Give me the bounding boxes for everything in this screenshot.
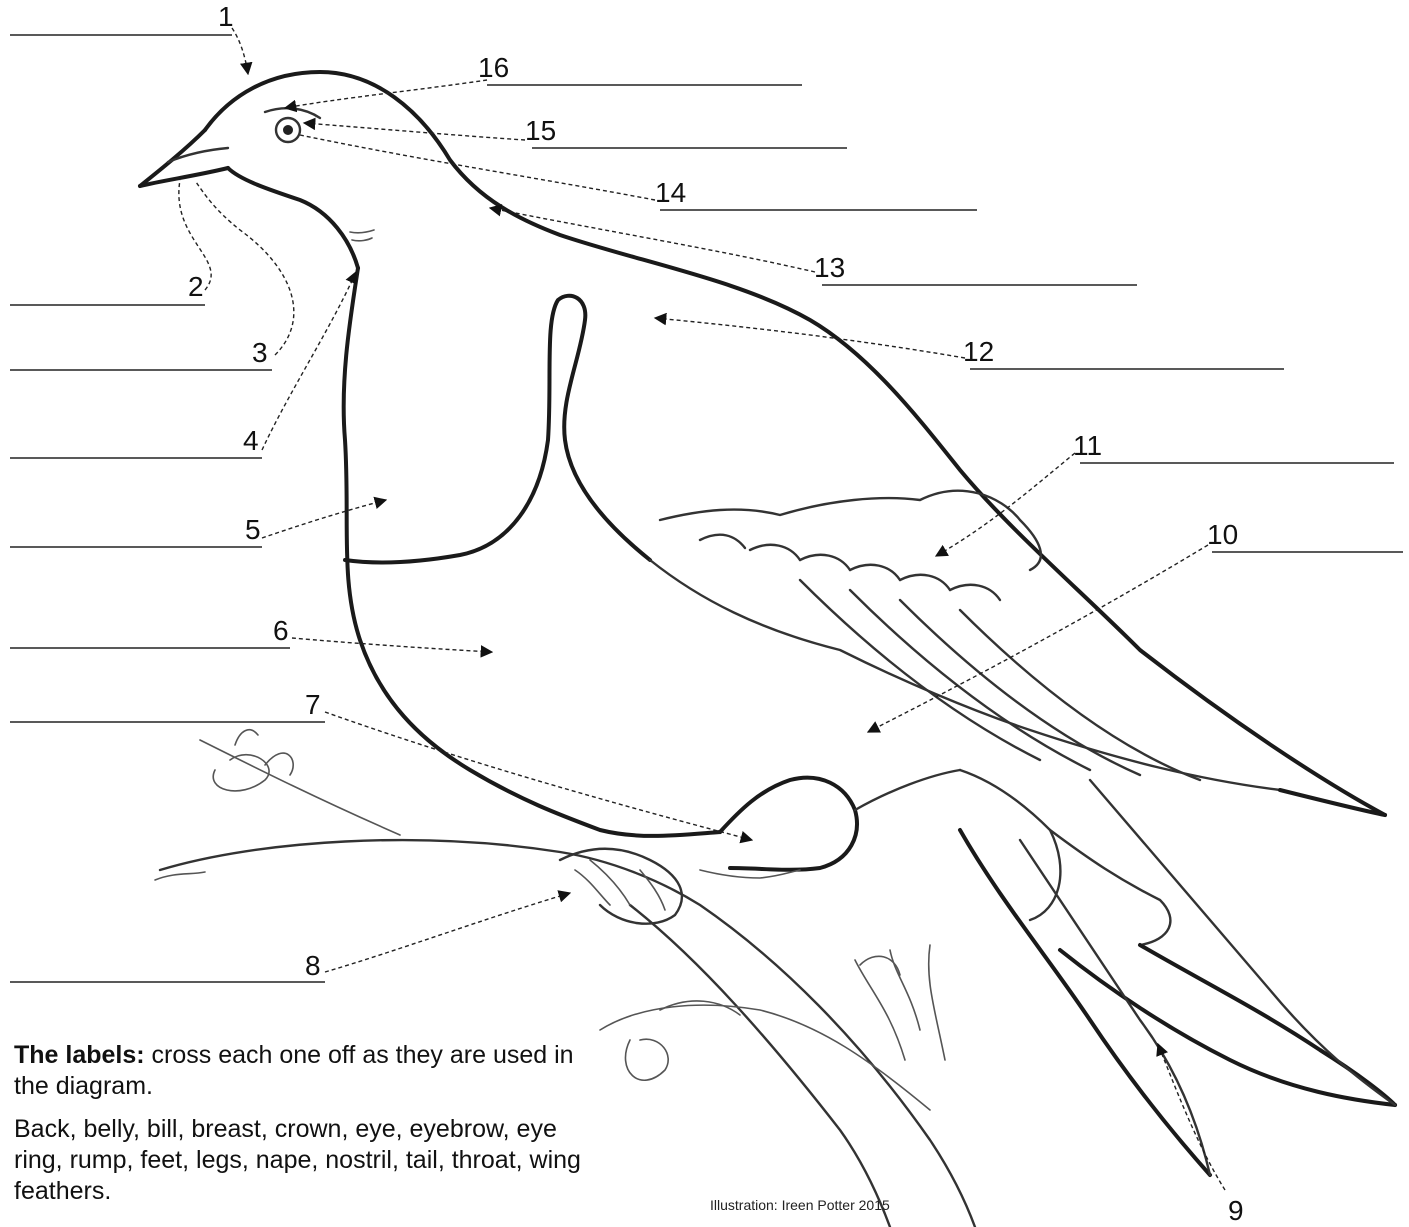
leader-1 [232,28,248,74]
callout-7: 7 [305,689,321,720]
leader-15 [304,123,525,140]
callout-13: 13 [814,252,845,283]
leader-8 [325,893,570,972]
callout-9: 9 [1228,1195,1244,1226]
leader-4 [262,272,356,450]
callout-5: 5 [245,514,261,545]
callout-6: 6 [273,615,289,646]
callout-2: 2 [188,271,204,302]
callout-12: 12 [963,336,994,367]
leader-16 [285,80,487,108]
callout-8: 8 [305,950,321,981]
instructions-paragraph: The labels: cross each one off as they a… [14,1040,594,1102]
leader-12 [655,318,965,358]
leader-lines [179,28,1225,1190]
callout-3: 3 [252,337,268,368]
leader-10 [868,545,1208,732]
bird-outline [140,72,1395,1175]
callout-16: 16 [478,52,509,83]
callout-10: 10 [1207,519,1238,550]
answer-lines [10,35,1403,982]
callout-4: 4 [243,425,259,456]
callout-11: 11 [1073,430,1102,461]
label-word-list: Back, belly, bill, breast, crown, eye, e… [14,1114,594,1207]
labels-instructions: The labels: cross each one off as they a… [14,1040,594,1219]
instructions-heading: The labels: [14,1041,145,1069]
leader-7 [325,712,752,840]
leader-6 [292,638,492,652]
illustration-credit: Illustration: Ireen Potter 2015 [710,1197,890,1213]
callout-14: 14 [655,177,686,208]
leader-5 [262,500,386,538]
callout-1: 1 [218,1,234,32]
callout-15: 15 [525,115,556,146]
